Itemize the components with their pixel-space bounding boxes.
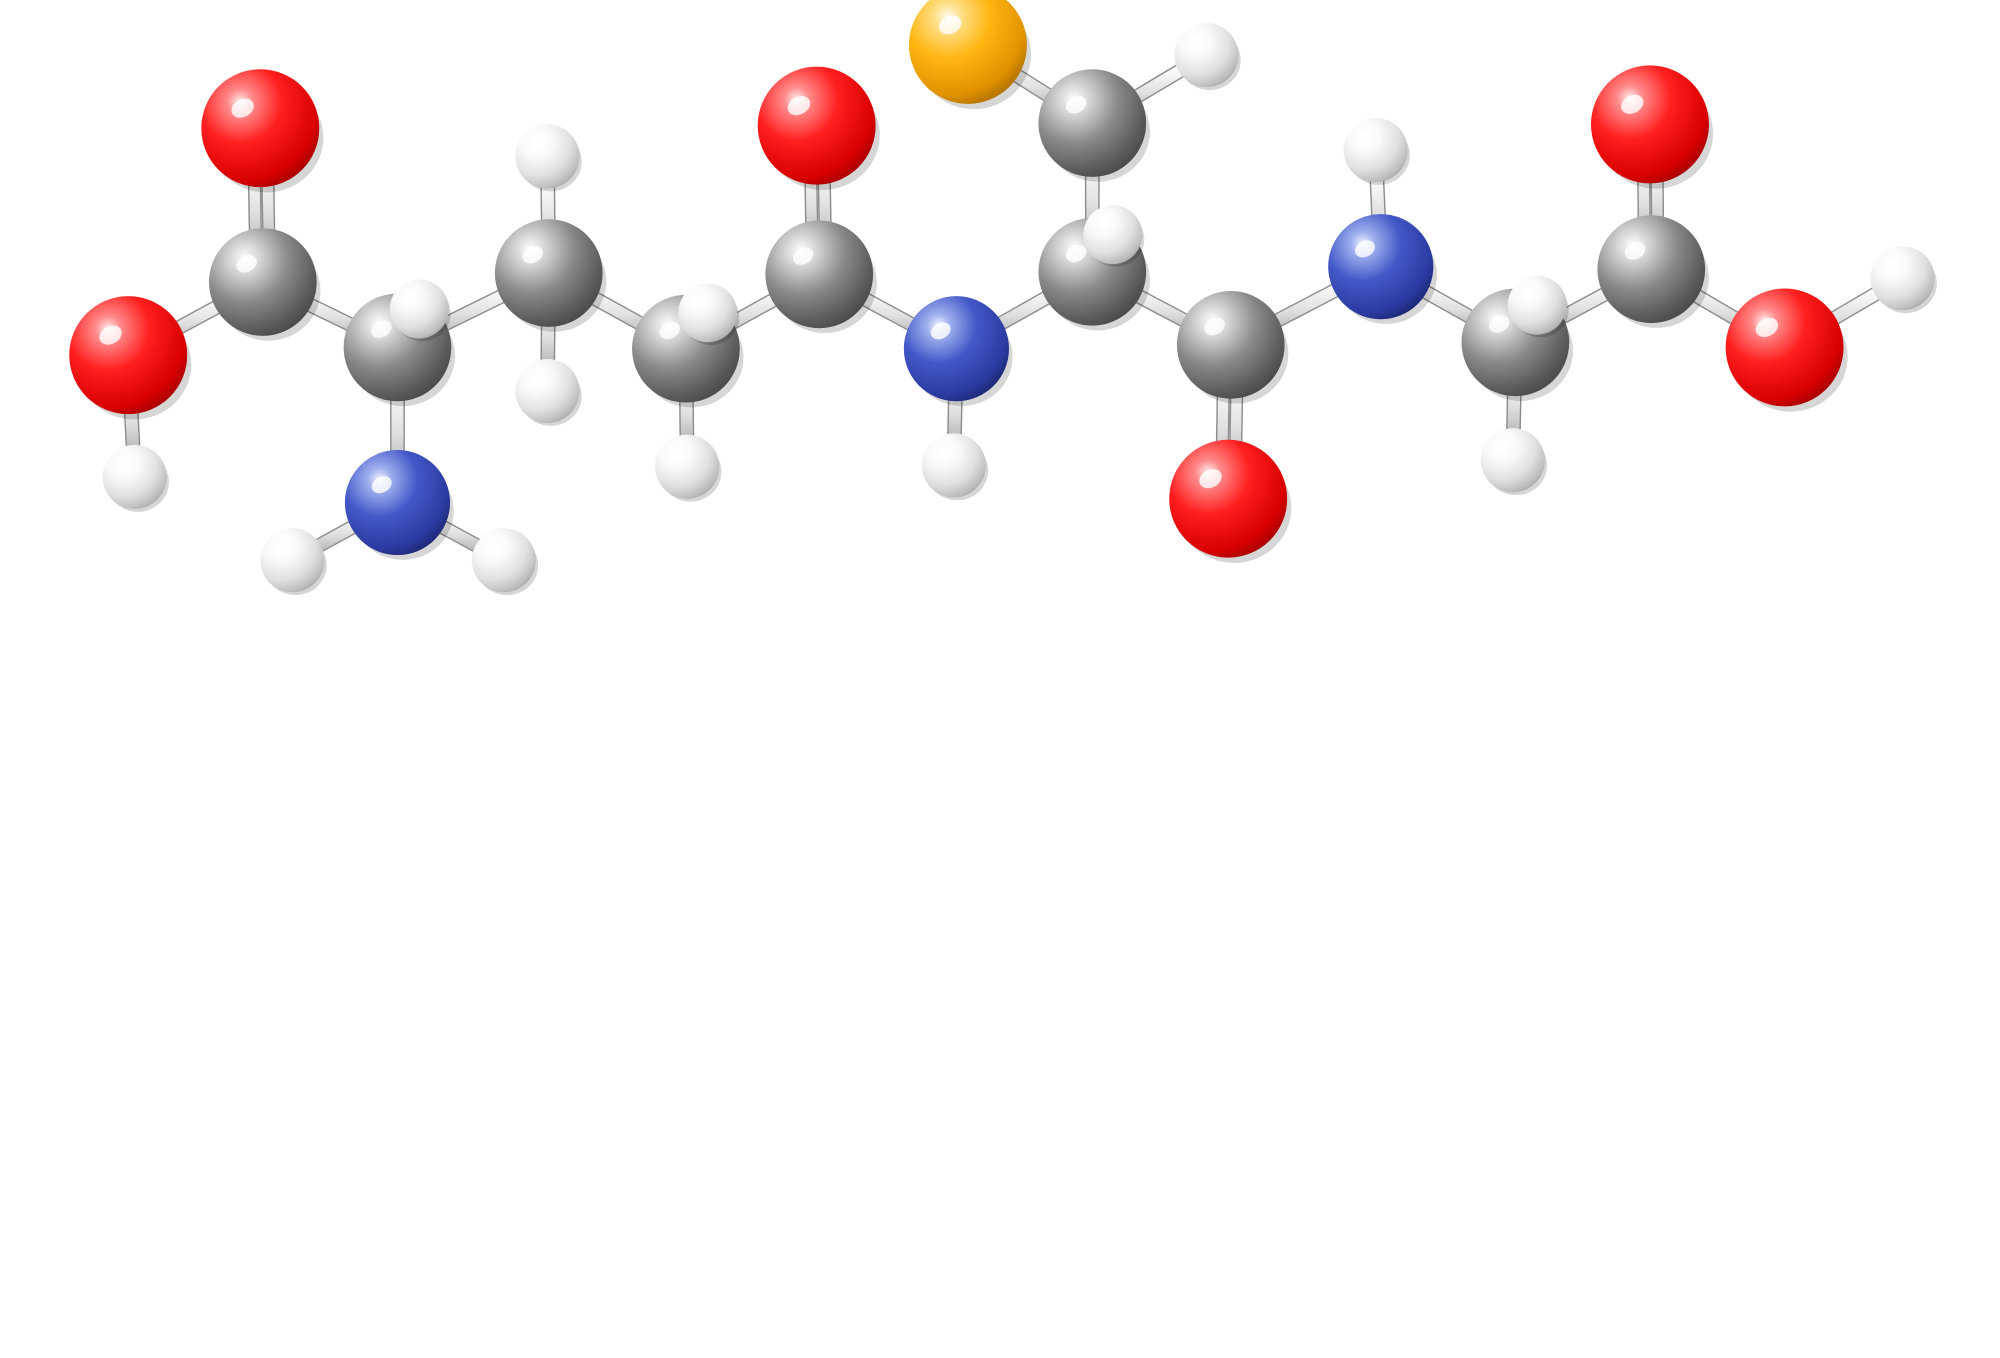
atom-carbon-C7 <box>1038 69 1150 182</box>
atom-hydrogen-H4 <box>471 528 539 596</box>
atom-oxygen-O1 <box>201 69 324 193</box>
atom-hydrogen-H14 <box>1507 275 1569 338</box>
atom-oxygen-O4 <box>1169 439 1292 563</box>
atom-oxygen-O3 <box>757 66 880 190</box>
atom-sulfur-S1 <box>908 0 1032 110</box>
atom-hydrogen-H2 <box>389 279 451 342</box>
skeletal-formula-panel: HOOOHSNHNOOH <box>0 640 2000 1358</box>
atom-layer <box>69 0 1937 596</box>
atom-hydrogen-H10 <box>1083 205 1145 267</box>
atom-hydrogen-H6 <box>515 358 582 426</box>
atom-hydrogen-H7 <box>655 434 722 502</box>
atom-nitrogen-N2 <box>903 296 1013 406</box>
atom-hydrogen-H8 <box>678 283 740 345</box>
atom-nitrogen-N3 <box>1328 214 1437 324</box>
atom-hydrogen-H13 <box>1480 428 1548 496</box>
ball-and-stick-panel <box>69 0 1937 596</box>
atom-carbon-C10 <box>1597 215 1709 328</box>
atom-hydrogen-H11 <box>1174 23 1241 91</box>
atom-oxygen-O5 <box>1591 65 1714 189</box>
atom-oxygen-O2 <box>69 296 192 420</box>
atom-oxygen-O6 <box>1725 288 1848 412</box>
molecule-figure: HOOOHSNHNOOH <box>69 0 1937 596</box>
atom-nitrogen-N1 <box>344 449 454 560</box>
atom-hydrogen-H3 <box>260 528 327 596</box>
atom-hydrogen-H1 <box>102 444 169 512</box>
atom-hydrogen-H5 <box>515 124 582 192</box>
atom-hydrogen-H15 <box>1870 246 1937 314</box>
atom-carbon-C5 <box>765 220 877 334</box>
atom-hydrogen-H9 <box>921 433 989 501</box>
atom-carbon-C1 <box>209 228 321 341</box>
atom-hydrogen-H12 <box>1343 117 1410 185</box>
atom-carbon-C3 <box>494 219 607 332</box>
atom-carbon-C8 <box>1176 291 1289 404</box>
